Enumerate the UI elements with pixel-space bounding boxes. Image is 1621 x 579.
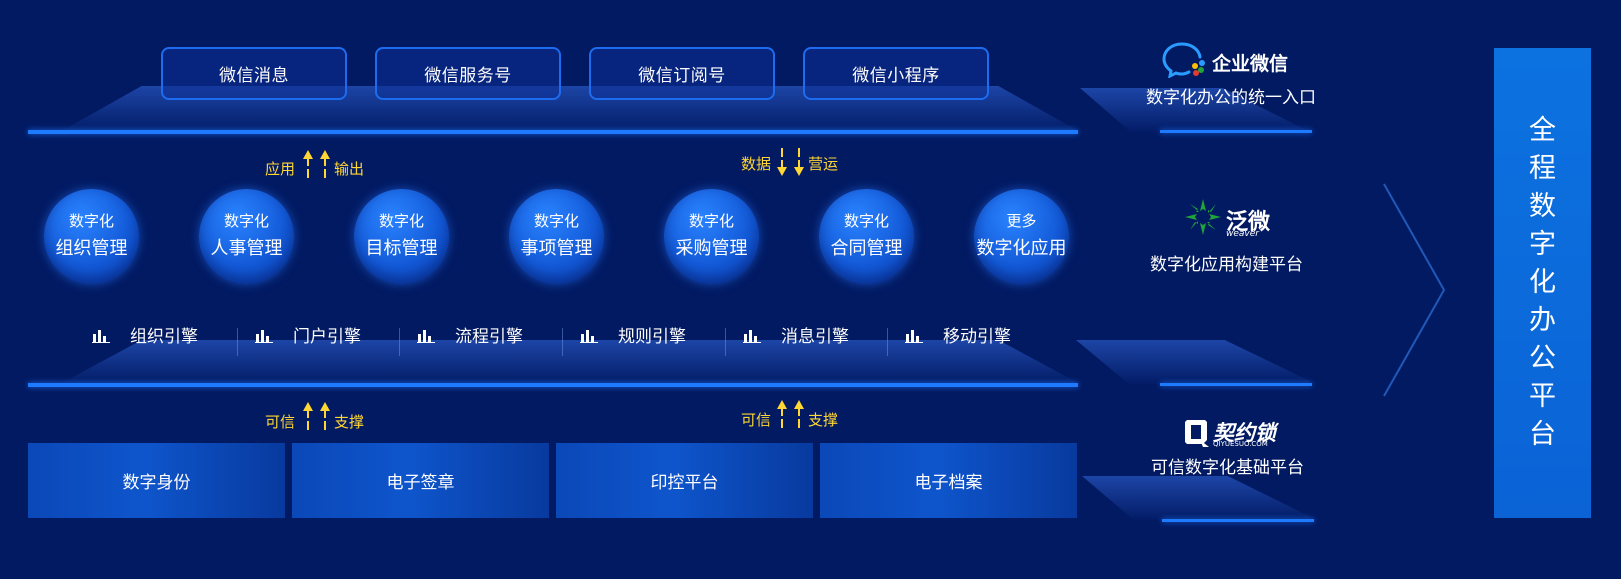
- arrow-label-left: 应用: [265, 160, 296, 178]
- arrow-label-right: 输出: [334, 160, 365, 178]
- qiyuesuo-brand-sub: QIYUESUO.COM: [1213, 440, 1268, 448]
- arrow-label-right: 支撑: [334, 413, 365, 431]
- engine-label: 消息引擎: [781, 327, 849, 347]
- app-circle-label: 采购管理: [675, 238, 748, 259]
- qiyuesuo-description: 可信数字化基础平台: [1151, 458, 1304, 478]
- wecom-logo-icon: [1162, 42, 1205, 78]
- chevron-right-icon: [1383, 183, 1446, 397]
- right-platform-bottom: [1082, 476, 1317, 520]
- right-divider-bottom: [1162, 519, 1314, 522]
- platform-title-char: 全: [1529, 115, 1556, 146]
- app-circle: 数字化 目标管理: [354, 189, 449, 284]
- app-circle: 数字化 人事管理: [199, 189, 294, 284]
- platform-title-char: 台: [1529, 419, 1556, 450]
- right-divider-top: [1160, 130, 1312, 133]
- bar-chart-icon: [580, 329, 598, 343]
- platform-title-char: 公: [1529, 343, 1556, 374]
- double-down-arrow-icon: [777, 148, 804, 176]
- engine-item: 移动引擎: [905, 322, 1011, 347]
- app-circle: 数字化 合同管理: [819, 189, 914, 284]
- foundation-block: 印控平台: [556, 443, 813, 518]
- channel-box: 微信订阅号: [589, 47, 775, 100]
- platform-title-char: 字: [1529, 229, 1556, 260]
- foundation-block: 电子签章: [292, 443, 549, 518]
- wecom-brand-name: 企业微信: [1212, 53, 1289, 75]
- arrow-label-left: 可信: [741, 411, 772, 429]
- app-circle-top: 数字化: [378, 212, 424, 230]
- platform-title-char: 数: [1529, 191, 1556, 222]
- qiyuesuo-logo-icon: [1185, 420, 1209, 447]
- app-circle-top: 数字化: [533, 212, 579, 230]
- engine-item: 规则引擎: [580, 322, 686, 347]
- app-circle-top: 数字化: [688, 212, 734, 230]
- double-up-arrow-icon: [777, 400, 804, 428]
- weaver-logo-icon: [1185, 199, 1221, 235]
- bar-chart-icon: [905, 329, 923, 343]
- app-circle: 更多 数字化应用: [974, 189, 1069, 284]
- channel-box: 微信服务号: [375, 47, 561, 100]
- bar-chart-icon: [417, 329, 435, 343]
- right-divider-middle: [1160, 383, 1312, 386]
- arrow-label-right: 支撑: [808, 411, 839, 429]
- app-circle: 数字化 组织管理: [44, 189, 139, 284]
- app-circle-label: 事项管理: [520, 238, 593, 259]
- weaver-brand-sub: weaver: [1226, 229, 1259, 239]
- divider-top: [28, 130, 1078, 134]
- double-up-arrow-icon: [303, 150, 330, 178]
- double-up-arrow-icon: [303, 402, 330, 430]
- app-circle-label: 组织管理: [55, 238, 128, 259]
- weaver-brand-name: 泛微: [1226, 210, 1271, 235]
- app-circle-top: 数字化: [68, 212, 114, 230]
- platform-title-char: 程: [1529, 153, 1556, 184]
- arrow-label-left: 数据: [741, 155, 772, 173]
- weaver-description: 数字化应用构建平台: [1150, 255, 1303, 275]
- app-circle-label: 人事管理: [210, 238, 283, 259]
- engine-label: 门户引擎: [293, 327, 361, 347]
- app-circle-top: 数字化: [223, 212, 269, 230]
- bar-chart-icon: [255, 329, 273, 343]
- platform-title-panel: 全 程 数 字 化 办 公 平 台: [1494, 48, 1591, 518]
- arrow-label-right: 营运: [808, 155, 839, 173]
- app-circle: 数字化 采购管理: [664, 189, 759, 284]
- bar-chart-icon: [743, 329, 761, 343]
- engine-separator: [725, 328, 726, 356]
- engine-item: 流程引擎: [417, 322, 523, 347]
- engine-label: 移动引擎: [943, 327, 1011, 347]
- engine-label: 规则引擎: [618, 327, 686, 347]
- platform-title-char: 化: [1529, 267, 1556, 298]
- bar-chart-icon: [92, 329, 110, 343]
- app-circle-top: 更多: [1006, 212, 1037, 230]
- wecom-description: 数字化办公的统一入口: [1146, 88, 1316, 108]
- foundation-block: 数字身份: [28, 443, 285, 518]
- engine-label: 组织引擎: [130, 327, 198, 347]
- app-circle: 数字化 事项管理: [509, 189, 604, 284]
- right-platform-middle: [1076, 340, 1316, 384]
- engine-item: 组织引擎: [92, 322, 198, 347]
- app-circle-label: 目标管理: [365, 238, 438, 259]
- app-circle-label: 数字化应用: [976, 238, 1067, 259]
- engine-label: 流程引擎: [455, 327, 523, 347]
- platform-title-char: 办: [1529, 305, 1556, 336]
- qiyuesuo-brand-name: 契约锁: [1213, 421, 1276, 445]
- app-circle-label: 合同管理: [830, 238, 903, 259]
- engine-item: 消息引擎: [743, 322, 849, 347]
- app-circle-top: 数字化: [843, 212, 889, 230]
- engine-separator: [399, 328, 400, 356]
- engine-platform: [60, 340, 1080, 384]
- foundation-block: 电子档案: [820, 443, 1077, 518]
- engine-separator: [237, 328, 238, 356]
- engine-item: 门户引擎: [255, 322, 361, 347]
- arrow-label-left: 可信: [265, 413, 296, 431]
- divider-bottom: [28, 383, 1078, 387]
- engine-separator: [887, 328, 888, 356]
- channel-box: 微信消息: [161, 47, 347, 100]
- engine-separator: [562, 328, 563, 356]
- platform-title-char: 平: [1529, 381, 1556, 412]
- channel-box: 微信小程序: [803, 47, 989, 100]
